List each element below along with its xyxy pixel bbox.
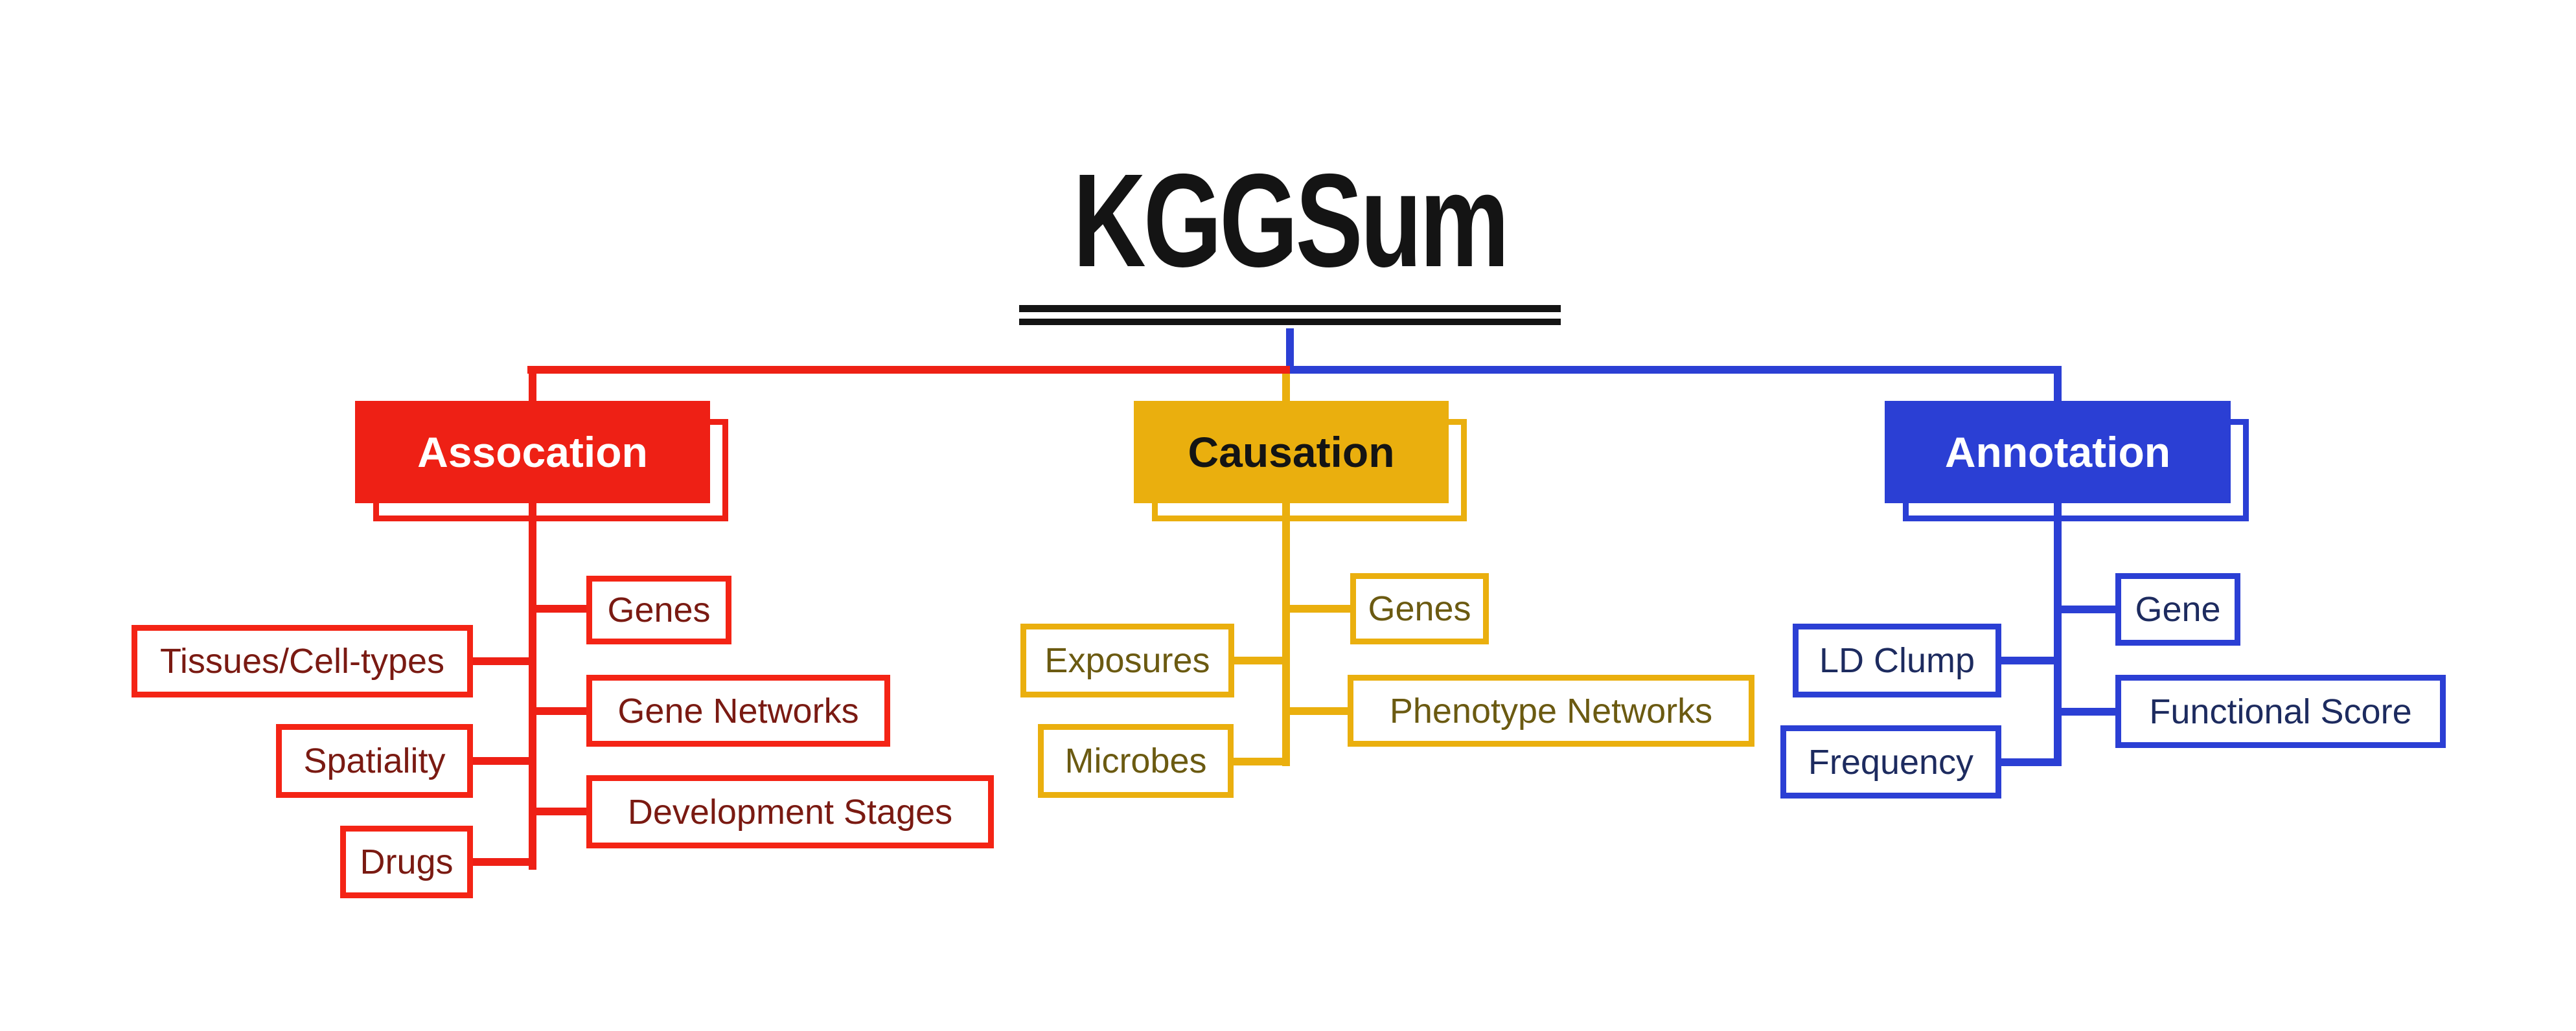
node-annotation-functional-score: Functional Score: [2115, 675, 2446, 748]
node-causation-exposures: Exposures: [1020, 624, 1234, 697]
association-connector-development-stages: [536, 808, 586, 815]
annotation-connector-frequency: [2001, 758, 2054, 766]
association-connector-gene-networks: [536, 707, 586, 715]
node-association-spatiality: Spatiality: [276, 724, 473, 798]
drop-line-causation: [1282, 374, 1290, 402]
diagram-title: KGGSum: [1073, 146, 1510, 295]
junction-line-left-red: [527, 366, 1290, 374]
node-association-development-stages: Development Stages: [586, 775, 994, 848]
causation-connector-microbes: [1234, 758, 1282, 765]
annotation-header: Annotation: [1885, 401, 2231, 503]
junction-line-right-blue: [1290, 366, 2062, 374]
node-annotation-gene: Gene: [2115, 573, 2240, 646]
node-causation-microbes: Microbes: [1038, 724, 1234, 798]
association-connector-genes: [536, 605, 586, 613]
annotation-connector-functional-score: [2062, 708, 2115, 716]
causation-connector-phenotype-networks: [1290, 707, 1348, 715]
node-association-drugs: Drugs: [340, 826, 473, 898]
node-causation-phenotype-networks: Phenotype Networks: [1348, 675, 1754, 747]
annotation-connector-ld-clump: [2001, 657, 2054, 664]
annotation-spine-line: [2054, 502, 2062, 766]
node-annotation-frequency: Frequency: [1780, 725, 2001, 799]
node-association-gene-networks: Gene Networks: [586, 675, 890, 747]
causation-connector-genes: [1290, 605, 1350, 613]
association-connector-drugs: [473, 858, 529, 866]
title-underline-bottom: [1019, 319, 1561, 325]
trunk-stub-line: [1286, 328, 1294, 374]
association-connector-tissues: [473, 657, 529, 665]
annotation-connector-gene: [2062, 606, 2115, 613]
drop-line-annotation: [2054, 366, 2062, 402]
node-causation-genes: Genes: [1350, 573, 1489, 644]
node-annotation-ld-clump: LD Clump: [1793, 624, 2001, 697]
association-spine-line: [529, 502, 536, 870]
association-header: Assocation: [355, 401, 710, 503]
node-association-genes: Genes: [586, 576, 731, 644]
node-association-tissues-cell-types: Tissues/Cell-types: [132, 625, 473, 697]
causation-connector-exposures: [1234, 657, 1282, 664]
drop-line-association: [529, 366, 536, 402]
causation-header: Causation: [1134, 401, 1449, 503]
title-underline-top: [1019, 305, 1561, 312]
causation-spine-line: [1282, 502, 1290, 766]
association-connector-spatiality: [473, 757, 529, 765]
